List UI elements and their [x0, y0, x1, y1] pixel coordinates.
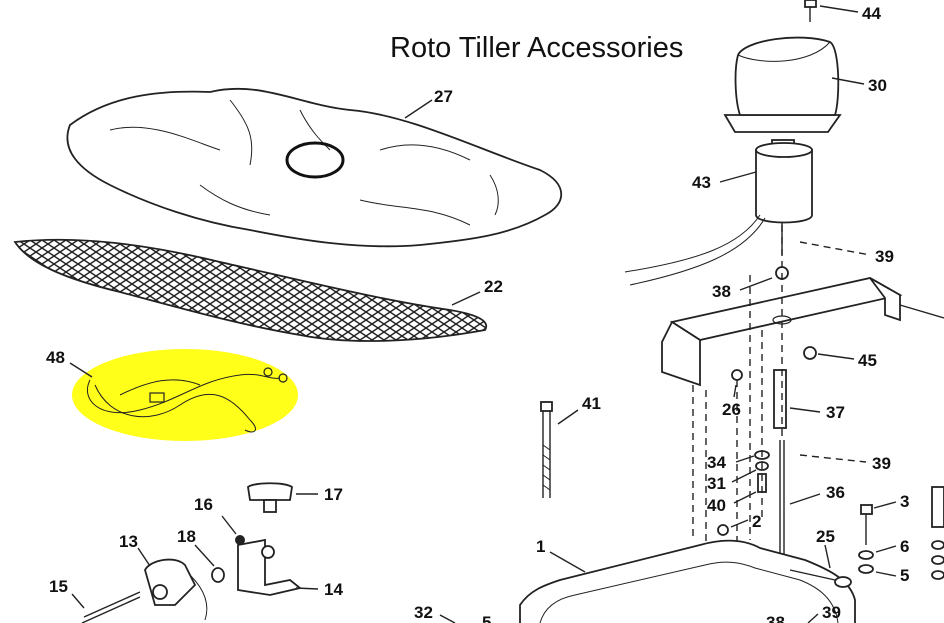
label-13: 13 [119, 532, 138, 551]
diagram-title: Roto Tiller Accessories [390, 32, 684, 64]
label-5-a: 5 [900, 566, 909, 585]
cable-25-part [789, 569, 852, 588]
motor-43-part [624, 139, 813, 286]
bolt-41-part [540, 401, 553, 498]
label-43: 43 [692, 173, 711, 192]
mount-plate-part [661, 277, 944, 387]
label-39-c: 39 [822, 603, 841, 622]
label-48: 48 [46, 348, 65, 367]
label-39-b: 39 [872, 454, 891, 473]
label-40: 40 [707, 496, 726, 515]
bolt-3-part [858, 486, 944, 580]
label-39-a: 39 [875, 247, 894, 266]
label-3: 3 [900, 492, 909, 511]
screw-44-part [804, 0, 817, 22]
label-2: 2 [752, 512, 761, 531]
label-22: 22 [484, 277, 503, 296]
label-6: 6 [900, 537, 909, 556]
label-34: 34 [707, 453, 726, 472]
label-18: 18 [177, 527, 196, 546]
label-30: 30 [868, 76, 887, 95]
label-17: 17 [324, 485, 343, 504]
harness-highlight [72, 349, 298, 441]
label-16: 16 [194, 495, 213, 514]
leader-lines [69, 5, 897, 623]
cap-30-part [723, 36, 842, 133]
label-15: 15 [49, 577, 68, 596]
bracket-14-part [211, 535, 303, 596]
label-27: 27 [434, 87, 453, 106]
wire-harness-part [72, 349, 298, 441]
label-14: 14 [324, 580, 343, 599]
label-37: 37 [826, 403, 845, 422]
frame-1-part [519, 539, 856, 623]
label-26: 26 [722, 400, 741, 419]
label-41: 41 [582, 394, 601, 413]
label-44: 44 [862, 4, 881, 23]
label-1: 1 [536, 537, 545, 556]
label-38-a: 38 [712, 282, 731, 301]
cover-part [66, 87, 562, 248]
label-31: 31 [707, 474, 726, 493]
knob-17-part [247, 482, 293, 513]
part-labels: 44 30 27 43 39 38 22 45 48 41 26 37 34 3… [46, 4, 909, 623]
label-25: 25 [816, 527, 835, 546]
label-5-b: 5 [482, 613, 491, 623]
label-36: 36 [826, 483, 845, 502]
clamp-13-part [81, 558, 208, 623]
label-32: 32 [414, 603, 433, 622]
label-45: 45 [858, 351, 877, 370]
label-38-b: 38 [766, 613, 785, 623]
mesh-screen-part [13, 238, 488, 342]
